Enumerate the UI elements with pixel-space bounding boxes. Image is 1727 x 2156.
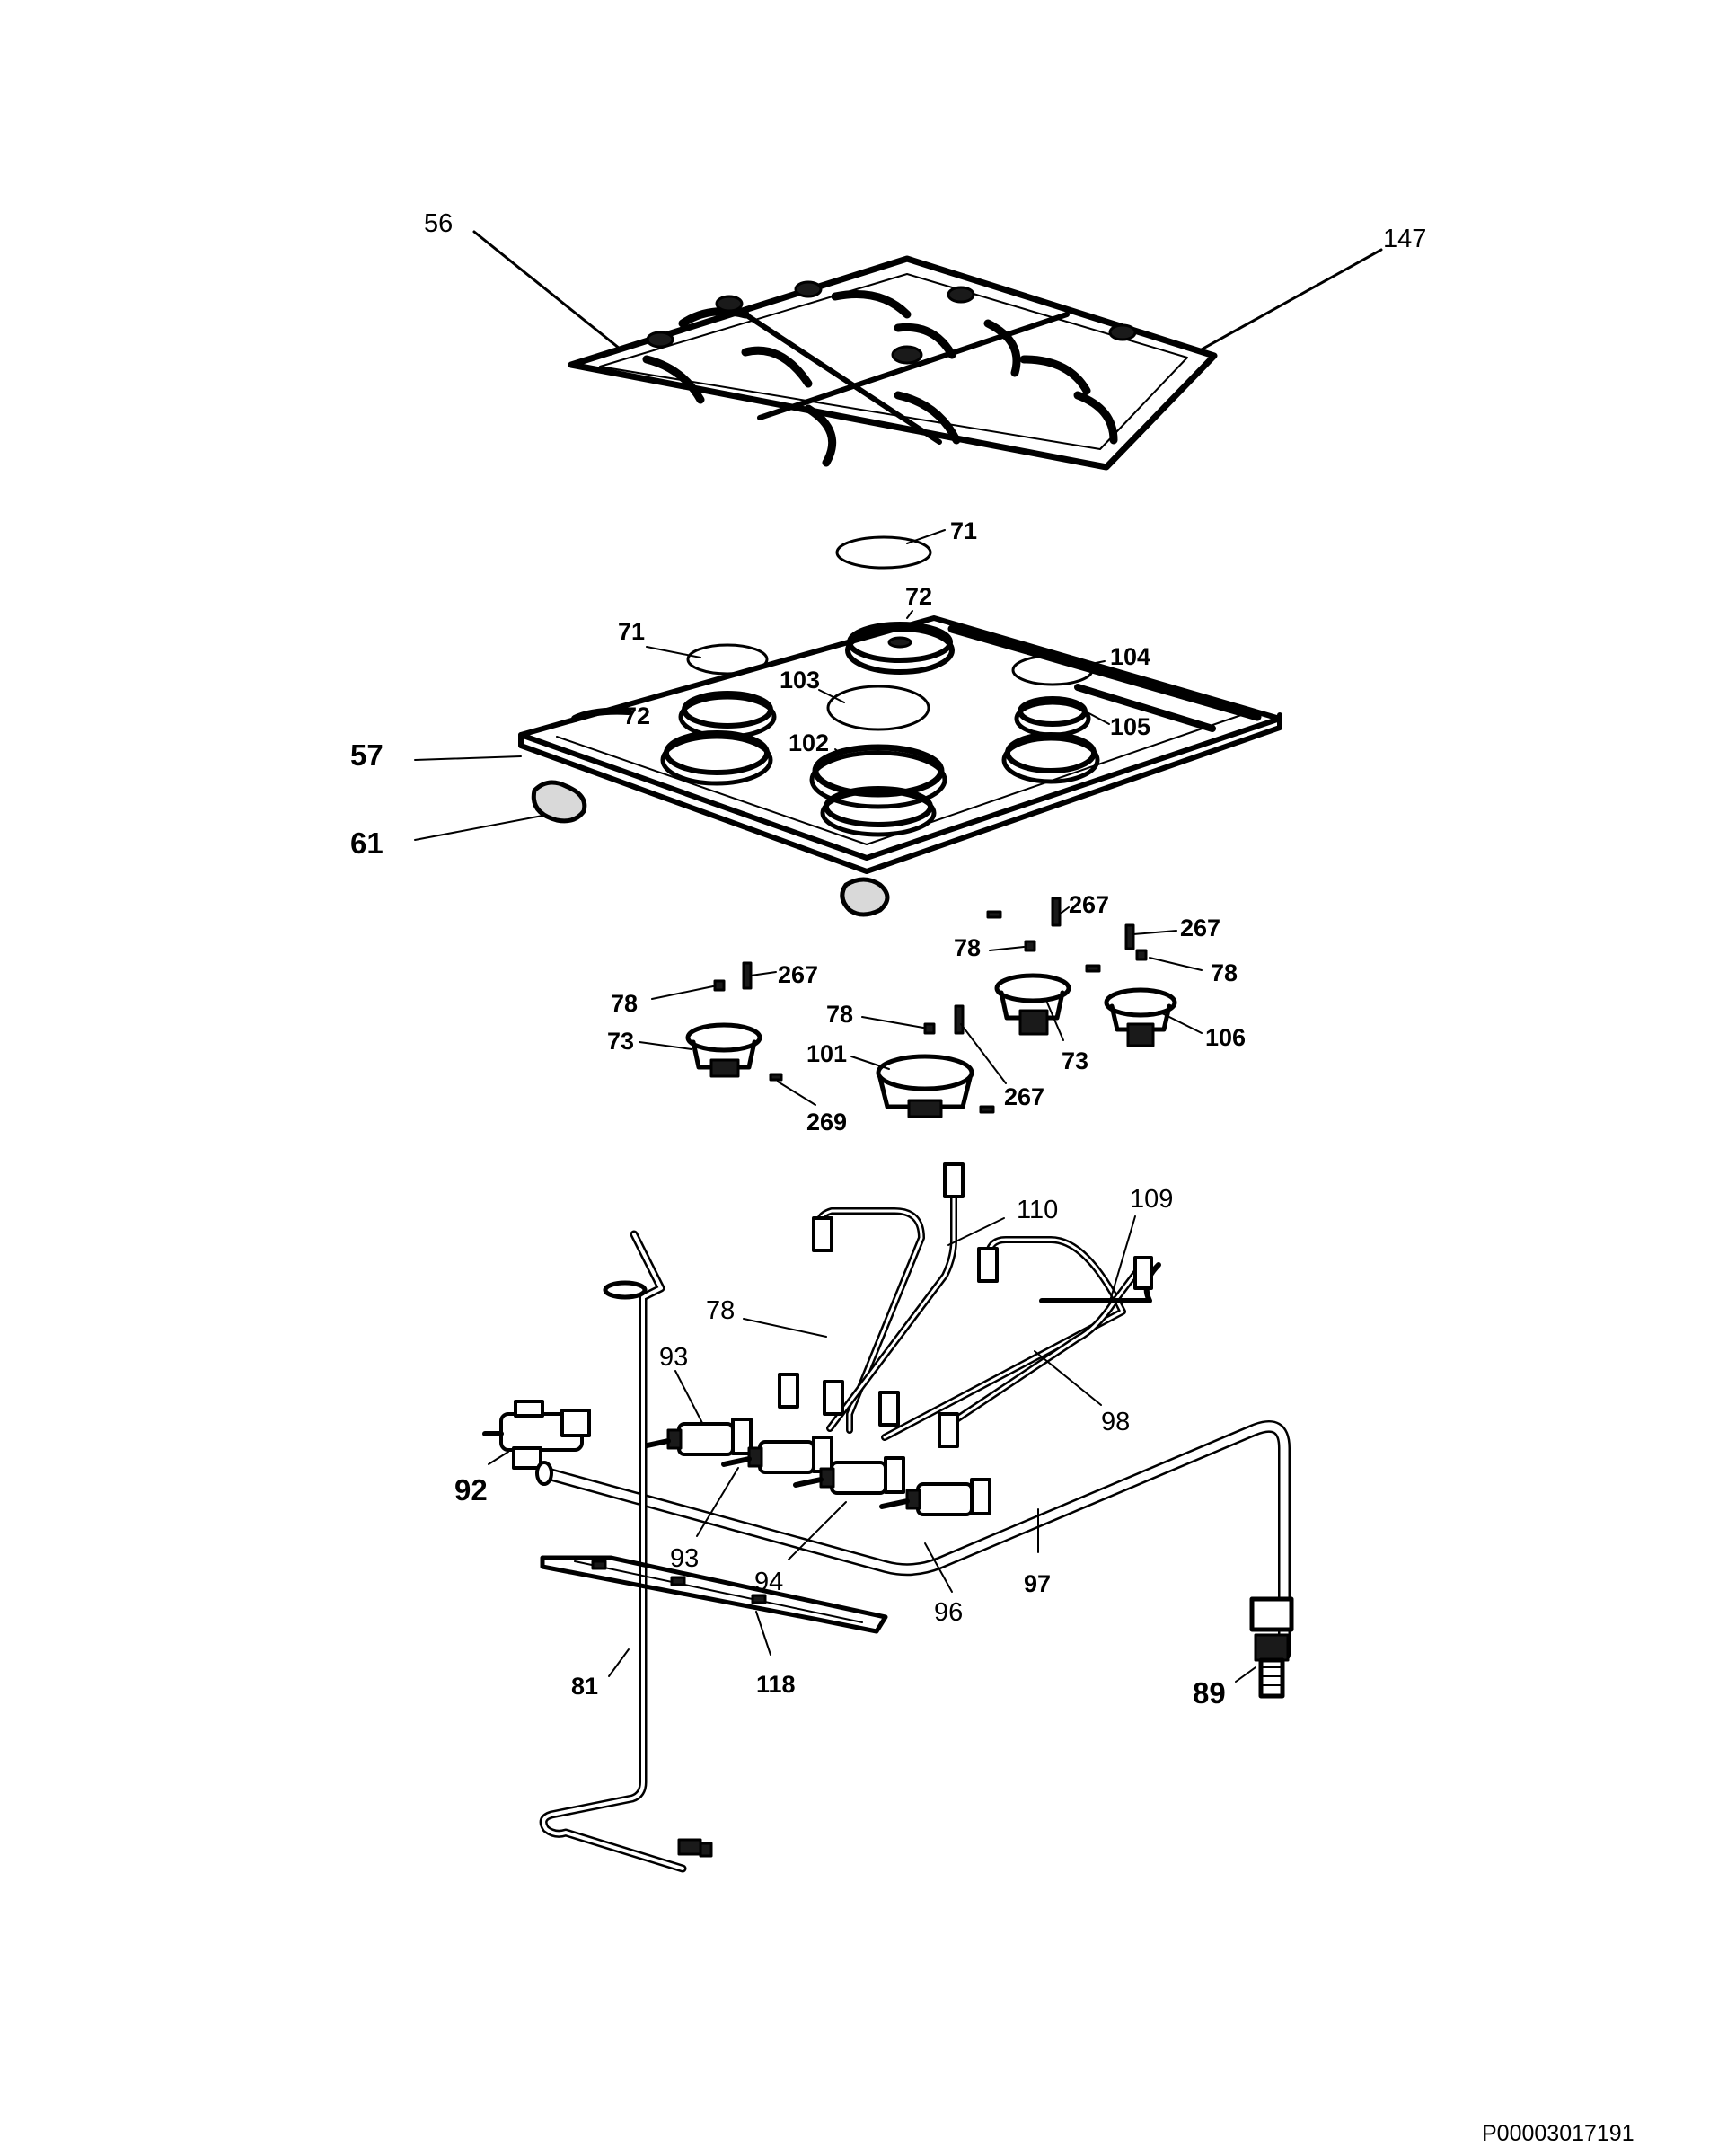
leader-56 xyxy=(472,230,621,350)
leader-101 xyxy=(850,1056,890,1070)
label-61: 61 xyxy=(350,826,383,860)
label-118: 118 xyxy=(756,1671,796,1698)
leader-73a xyxy=(639,1041,692,1050)
pan-support-grid xyxy=(568,255,1218,471)
label-267d: 267 xyxy=(1004,1083,1044,1110)
label-109: 109 xyxy=(1130,1185,1173,1214)
leader-78e xyxy=(743,1318,827,1338)
leader-73b xyxy=(1046,1002,1064,1041)
label-106: 106 xyxy=(1205,1024,1246,1051)
drawing-code: P00003017191 xyxy=(1482,2121,1634,2146)
oven-gas-valve xyxy=(482,1400,591,1470)
leader-102 xyxy=(834,748,845,757)
label-81: 81 xyxy=(571,1673,598,1700)
leader-81 xyxy=(608,1648,630,1677)
gas-pipes xyxy=(778,1162,1161,1448)
label-78a: 78 xyxy=(954,934,981,961)
leader-267d xyxy=(960,1023,1007,1084)
label-71b: 71 xyxy=(618,618,645,645)
label-78e: 78 xyxy=(706,1296,735,1325)
leader-105 xyxy=(1081,709,1110,725)
leader-94 xyxy=(788,1501,847,1560)
leader-118 xyxy=(755,1611,771,1656)
leader-93a xyxy=(674,1370,703,1424)
gas-valves xyxy=(640,1418,991,1516)
leader-103 xyxy=(818,689,845,703)
label-267b: 267 xyxy=(1180,915,1220,941)
label-102: 102 xyxy=(789,729,829,756)
leader-267b xyxy=(1132,930,1177,935)
label-105: 105 xyxy=(1110,713,1150,740)
label-71a: 71 xyxy=(950,517,977,544)
label-78c: 78 xyxy=(611,990,638,1017)
gas-manifold xyxy=(535,1420,1294,1699)
leader-104 xyxy=(1086,660,1106,666)
leader-92 xyxy=(488,1451,509,1465)
leader-147 xyxy=(1198,248,1383,352)
label-72a: 72 xyxy=(905,583,932,610)
leader-106 xyxy=(1158,1011,1203,1034)
label-93a: 93 xyxy=(659,1343,688,1372)
label-98: 98 xyxy=(1101,1408,1130,1436)
label-92: 92 xyxy=(454,1473,488,1507)
leader-109 xyxy=(1109,1215,1136,1302)
hob-top-panel xyxy=(518,615,1282,874)
leader-78d xyxy=(861,1016,924,1029)
label-103: 103 xyxy=(780,667,820,694)
label-101: 101 xyxy=(806,1040,847,1067)
label-110: 110 xyxy=(1017,1196,1058,1224)
burner-cap-left xyxy=(686,643,769,676)
label-97: 97 xyxy=(1024,1570,1051,1597)
leader-96 xyxy=(924,1542,953,1593)
knob-bracket xyxy=(531,780,587,824)
leader-89 xyxy=(1235,1666,1256,1683)
label-147: 147 xyxy=(1383,225,1426,253)
label-104: 104 xyxy=(1110,643,1150,670)
leader-110 xyxy=(947,1217,1005,1246)
burner-cap-top xyxy=(835,535,932,570)
valve-bracket xyxy=(540,1555,888,1634)
leader-78c xyxy=(651,985,714,1000)
label-78d: 78 xyxy=(826,1001,853,1028)
leader-267a xyxy=(1061,906,1070,914)
label-93b: 93 xyxy=(670,1544,699,1573)
leader-93b xyxy=(696,1467,739,1537)
label-267a: 267 xyxy=(1069,891,1109,918)
label-78b: 78 xyxy=(1211,959,1238,986)
leader-72a xyxy=(906,610,913,619)
leader-57 xyxy=(414,755,522,761)
label-57: 57 xyxy=(350,738,383,772)
label-72b: 72 xyxy=(623,702,650,729)
leader-98 xyxy=(1034,1350,1102,1406)
knob-bracket-2 xyxy=(840,877,890,917)
label-267c: 267 xyxy=(778,961,818,988)
leader-269 xyxy=(777,1081,816,1106)
leader-71a xyxy=(906,529,946,544)
label-73b: 73 xyxy=(1062,1047,1088,1074)
leader-78a xyxy=(989,946,1025,951)
leader-267c xyxy=(750,971,777,976)
label-73a: 73 xyxy=(607,1028,634,1055)
burner-bodies xyxy=(685,897,1177,1118)
leader-71b xyxy=(646,646,701,658)
leader-61 xyxy=(414,815,543,841)
label-269: 269 xyxy=(806,1109,847,1135)
label-89: 89 xyxy=(1193,1676,1226,1710)
label-56: 56 xyxy=(424,209,453,238)
label-96: 96 xyxy=(934,1598,963,1627)
leader-78b xyxy=(1149,957,1203,971)
thermocouple-pipe xyxy=(539,1230,713,1873)
